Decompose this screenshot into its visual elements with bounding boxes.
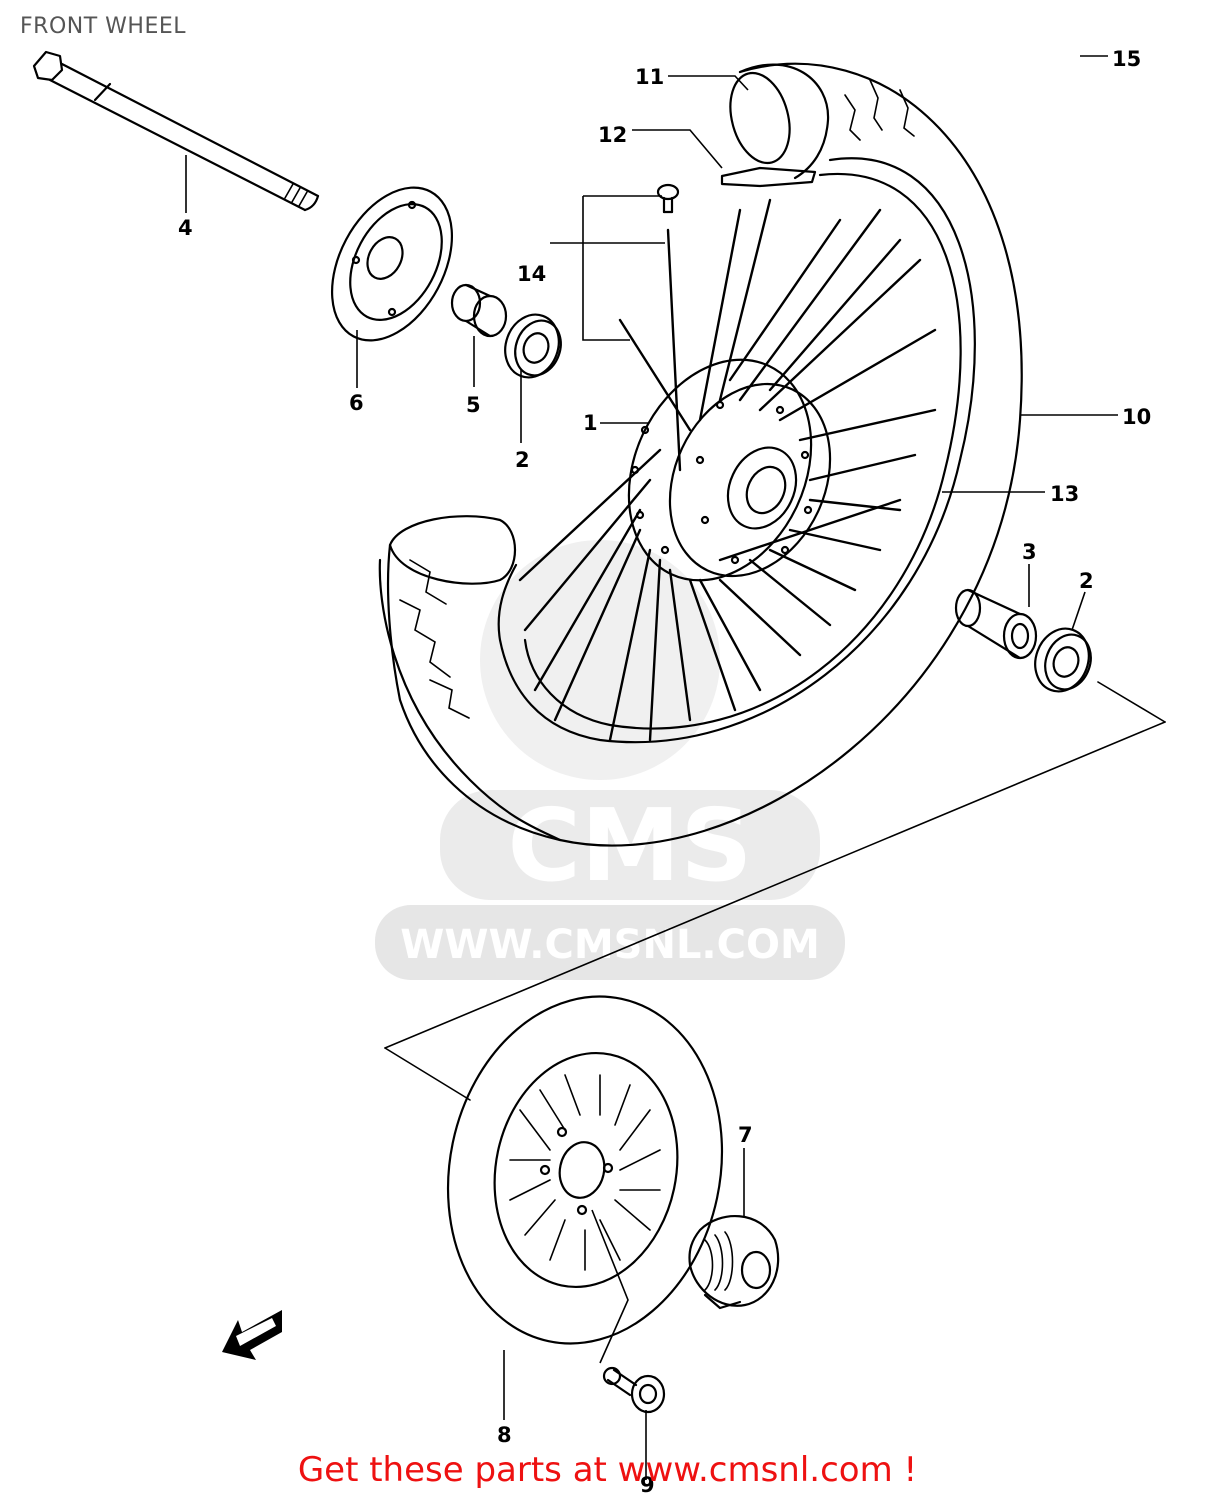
wheel-rim-and-tire — [378, 62, 1023, 847]
footer-parts-link[interactable]: Get these parts at www.cmsnl.com ! — [297, 1450, 918, 1490]
disc-bolt-part-9 — [602, 1366, 666, 1414]
hub-cover-part-6 — [330, 186, 454, 342]
page-title: FRONT WHEEL — [20, 14, 186, 39]
callout-13: 13 — [1050, 482, 1079, 506]
callout-9: 9 — [640, 1473, 655, 1497]
callout-1: 1 — [583, 411, 598, 435]
callout-3: 3 — [1022, 540, 1037, 564]
speedometer-gearbox-part-7 — [688, 1214, 780, 1310]
wheel-hub-part-1 — [627, 358, 832, 582]
wheel-spokes — [518, 198, 937, 742]
bearing-part-2b — [1034, 627, 1092, 693]
callout-numbers: 11 12 15 4 14 6 5 1 10 2 13 3 2 7 8 9 — [178, 47, 1151, 1497]
callout-2a: 2 — [515, 448, 530, 472]
callout-6: 6 — [349, 391, 364, 415]
watermark-url-text: WWW.CMSNL.COM — [400, 922, 820, 968]
callout-8: 8 — [497, 1423, 512, 1447]
spoke-nipple-part-14 — [656, 183, 680, 214]
callout-10: 10 — [1122, 405, 1151, 429]
callout-2b: 2 — [1079, 569, 1094, 593]
callout-5: 5 — [466, 393, 481, 417]
callout-14: 14 — [517, 262, 546, 286]
callout-15: 15 — [1112, 47, 1141, 71]
brake-disc-part-8 — [446, 995, 724, 1345]
collar-part-3 — [954, 588, 1038, 660]
alignment-lines — [384, 681, 1166, 1101]
callout-7: 7 — [738, 1123, 753, 1147]
rim-band-part-12 — [720, 166, 817, 188]
callout-12: 12 — [598, 123, 627, 147]
axle-part-4 — [32, 50, 320, 212]
callout-4: 4 — [178, 216, 193, 240]
forward-direction-arrow-icon — [222, 1310, 282, 1360]
bearing-part-2a — [504, 313, 562, 379]
cmsnl-watermark: CMS WWW.CMSNL.COM — [375, 540, 845, 980]
spacer-part-5 — [450, 283, 508, 338]
tire-section-part-11 — [729, 63, 830, 180]
callout-11: 11 — [635, 65, 664, 89]
callout-leaders — [185, 55, 1118, 1480]
